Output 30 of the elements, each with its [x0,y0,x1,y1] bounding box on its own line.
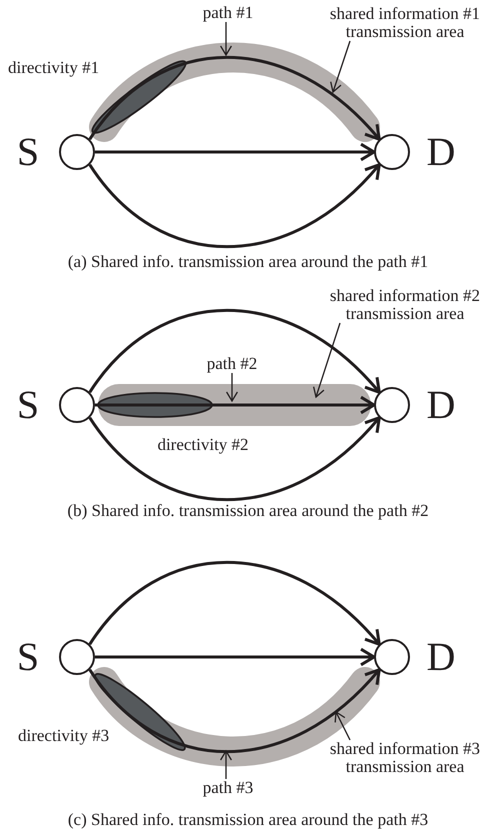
node-letter: D [426,130,456,174]
caption: (b) Shared info. transmission area around the path #2 [67,501,429,520]
caption: (c) Shared info. transmission area around the path #3 [68,810,428,829]
arrow [88,560,381,646]
arrow [88,416,381,502]
path-label: path #3 [188,779,268,797]
directivity-label: directivity #3 [18,726,110,745]
leader-line [220,22,232,56]
path-label: path #1 [188,4,268,22]
path-label: path #2 [192,355,272,373]
node-letter: D [426,635,456,679]
arrow [95,396,376,414]
directivity-label: directivity #2 [157,435,249,454]
arrow [95,648,376,666]
arrow [95,142,376,162]
node-letter: S [16,383,40,427]
leader-line [220,750,232,779]
caption: (a) Shared info. transmission area around the path #1 [68,252,428,271]
directivity-label: directivity #1 [8,58,100,77]
area-label: shared information #3 transmission area [316,740,494,776]
leader-line [226,373,238,402]
node-letter: D [426,383,456,427]
node-letter: S [16,635,40,679]
leader-line [330,40,351,93]
leader-line [313,322,341,398]
arrow [88,163,381,248]
node-letter: S [16,130,40,174]
arrow [88,308,381,394]
area-label: shared information #2 transmission area [316,287,494,323]
area-label: shared information #1 transmission area [316,5,494,41]
